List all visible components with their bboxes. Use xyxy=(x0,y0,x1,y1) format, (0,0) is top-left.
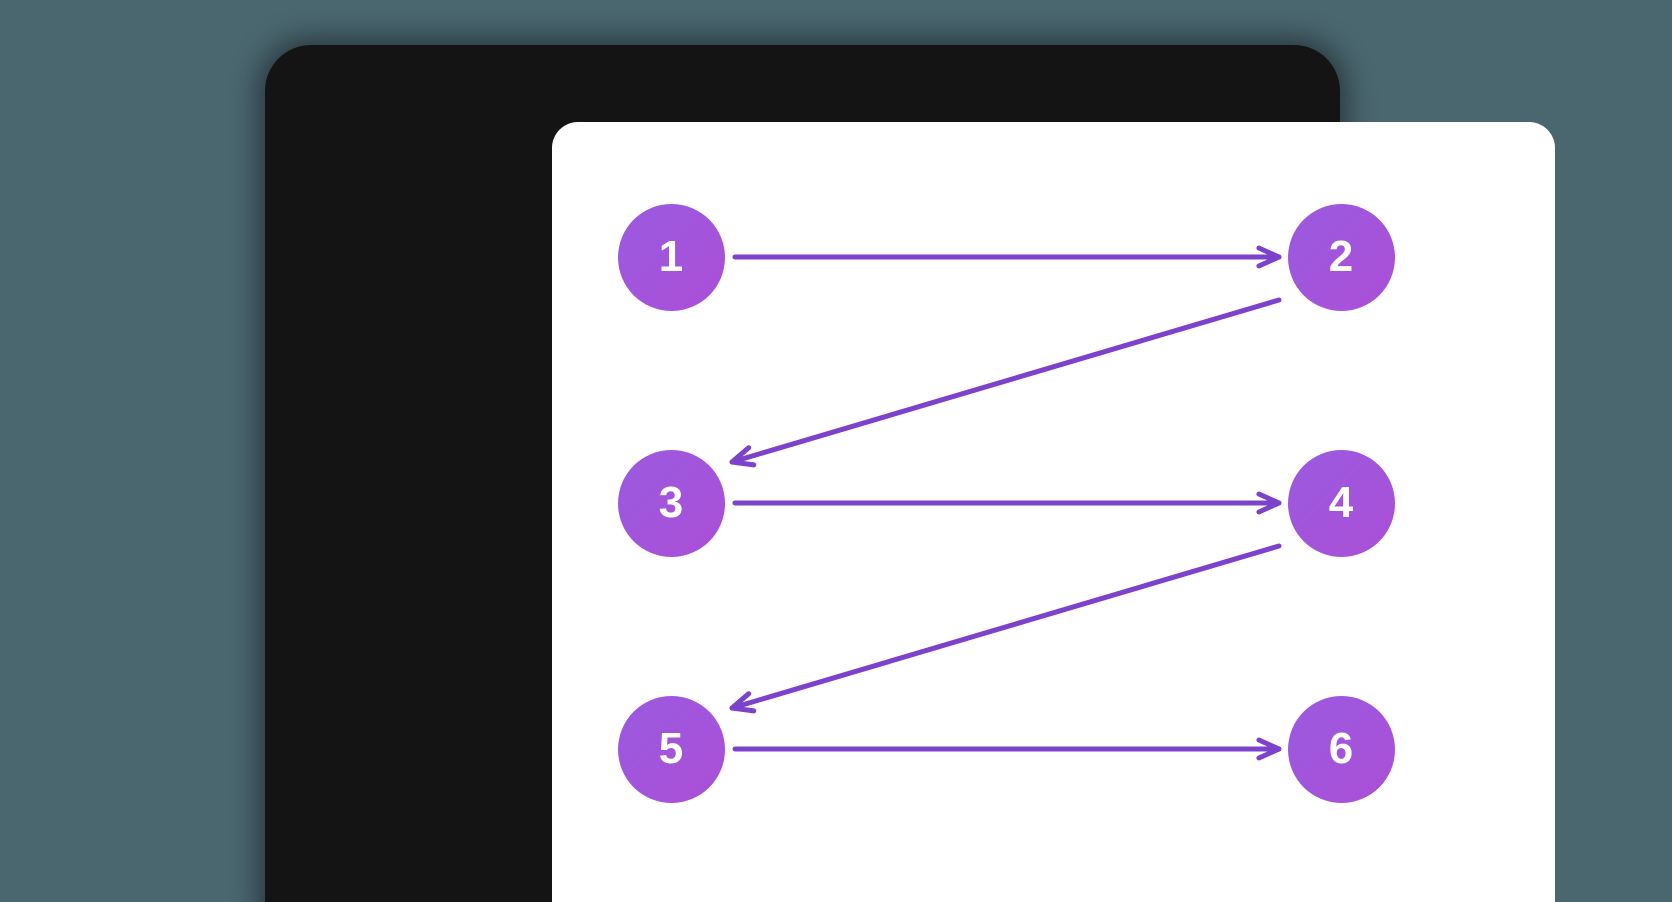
node-6[interactable]: 6 xyxy=(1287,695,1395,803)
node-5[interactable]: 5 xyxy=(617,695,725,803)
edge-2-to-3 xyxy=(729,297,1282,468)
edge-3-to-4 xyxy=(732,491,1282,515)
edge-line xyxy=(729,543,1282,711)
arrowhead-icon xyxy=(1256,737,1282,761)
arrowhead-icon xyxy=(729,691,757,714)
node-2[interactable]: 2 xyxy=(1287,203,1395,311)
node-4[interactable]: 4 xyxy=(1287,449,1395,557)
device-frame: 1 2 3 4 5 6 xyxy=(265,45,1555,902)
arrowhead-icon xyxy=(729,445,757,468)
edge-1-to-2 xyxy=(732,245,1282,269)
node-label: 6 xyxy=(1328,724,1354,773)
node-label: 5 xyxy=(658,724,684,773)
node-label: 2 xyxy=(1328,232,1354,281)
node-label: 3 xyxy=(658,478,684,527)
node-label: 1 xyxy=(658,232,684,281)
edge-4-to-5 xyxy=(729,543,1282,714)
flow-diagram: 1 2 3 4 5 6 xyxy=(552,122,1555,902)
edge-layer xyxy=(729,245,1282,761)
node-label: 4 xyxy=(1328,478,1354,527)
node-3[interactable]: 3 xyxy=(617,449,725,557)
arrowhead-icon xyxy=(1256,491,1282,515)
arrowhead-icon xyxy=(1256,245,1282,269)
node-1[interactable]: 1 xyxy=(617,203,725,311)
edge-5-to-6 xyxy=(732,737,1282,761)
edge-line xyxy=(729,297,1282,465)
device-screen: 1 2 3 4 5 6 xyxy=(552,122,1555,902)
